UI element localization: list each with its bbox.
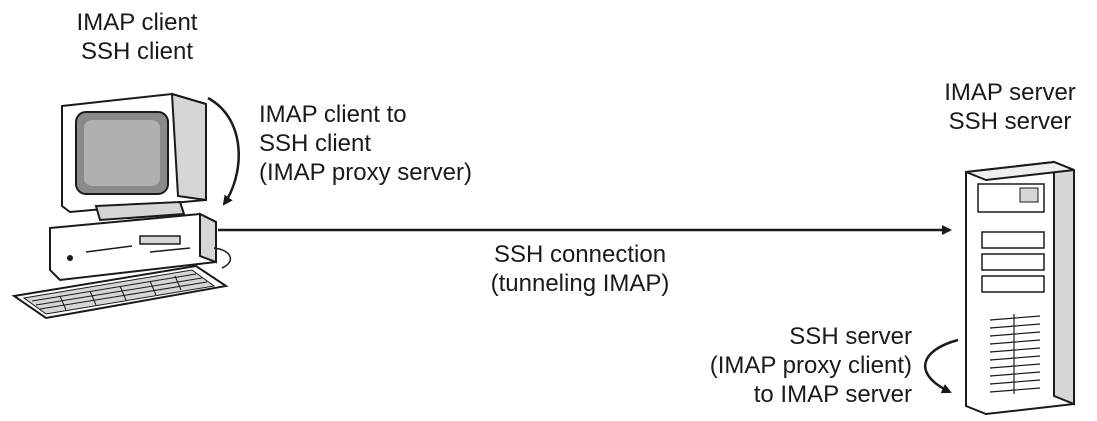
server-annotation: SSH server (IMAP proxy client) to IMAP s… (660, 322, 912, 409)
connection-label: SSH connection (tunneling IMAP) (460, 240, 700, 298)
client-role-line-1: IMAP client (76, 9, 198, 36)
server-annotation-line-2: (IMAP proxy client) (709, 352, 912, 379)
client-annotation-line-1: IMAP client to (259, 101, 407, 128)
client-role-line-2: SSH client (80, 38, 194, 65)
client-annotation-line-3: (IMAP proxy server) (259, 159, 472, 186)
client-role-label: IMAP client SSH client (52, 8, 222, 66)
server-role-line-1: IMAP server (944, 79, 1076, 106)
connection-label-line-1: SSH connection (493, 241, 667, 268)
client-computer-icon (11, 92, 232, 320)
server-vent (989, 314, 1041, 394)
server-annotation-line-1: SSH server (789, 323, 912, 350)
server-tower-icon (965, 160, 1075, 416)
server-curved-arrow (923, 338, 959, 394)
client-curved-arrow (207, 96, 240, 206)
server-role-label: IMAP server SSH server (928, 78, 1092, 136)
client-annotation: IMAP client to SSH client (IMAP proxy se… (259, 100, 472, 187)
connection-label-line-2: (tunneling IMAP) (490, 270, 670, 297)
client-annotation-line-2: SSH client (259, 130, 372, 157)
server-annotation-line-3: to IMAP server (753, 381, 912, 408)
server-role-line-2: SSH server (948, 108, 1072, 135)
